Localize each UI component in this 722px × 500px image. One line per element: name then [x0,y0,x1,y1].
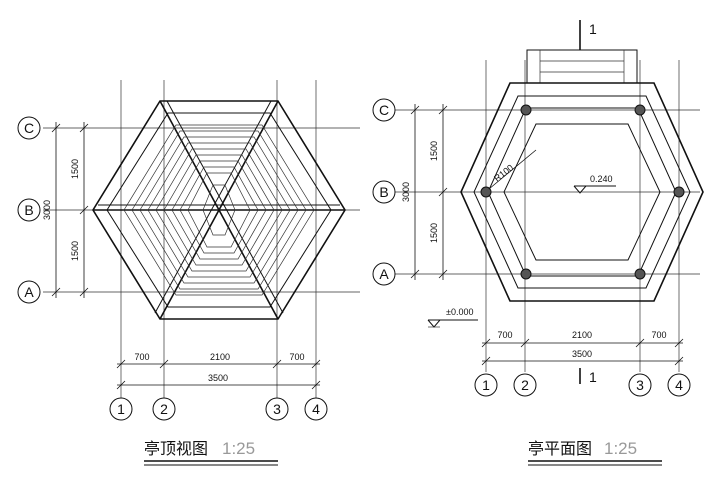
row-bubble-c: C [372,98,396,122]
roof-ridge-edge [166,100,284,314]
floor-row-bubbles: C B A [372,98,396,286]
section-marker-top: 1 [579,20,597,50]
bench-inner-line [503,123,661,261]
dim-vertical: 1500 [70,159,80,179]
svg-text:3: 3 [273,401,281,417]
platform-outer-edge [460,82,704,302]
svg-text:4: 4 [675,377,683,393]
dim-total-horizontal: 3500 [208,373,228,383]
roof-horizontal-dimensions: 700 2100 700 3500 [116,352,321,390]
dim-vertical: 1500 [70,241,80,261]
floor-plan-title: 亭平面图 1:25 [528,439,662,466]
svg-text:2: 2 [521,377,529,393]
col-bubble-1: 1 [109,397,133,421]
svg-text:C: C [379,102,389,118]
roof-col-bubbles: 1 2 3 4 [109,397,328,421]
section-marker-bottom: 1 [579,368,597,385]
dim-horizontal: 700 [289,352,304,362]
column-radius-label: R100 [492,162,515,183]
svg-text:B: B [379,184,388,200]
svg-text:2: 2 [160,401,168,417]
svg-text:B: B [24,202,33,218]
dim-vertical: 1500 [429,141,439,161]
dim-total-horizontal: 3500 [572,349,592,359]
svg-text:C: C [24,120,34,136]
col-bubble-2: 2 [152,397,176,421]
roof-row-bubbles: C B A [17,116,41,304]
view-title: 亭平面图 [528,439,592,458]
dim-horizontal: 2100 [210,352,230,362]
svg-text:A: A [379,266,389,282]
svg-text:3: 3 [636,377,644,393]
dim-total-vertical: 3000 [401,182,411,202]
view-title: 亭顶视图 [144,439,208,458]
floor-horizontal-dimensions: 700 2100 700 3500 [481,330,684,366]
col-bubble-4: 4 [304,397,328,421]
row-bubble-b: B [17,198,41,222]
row-bubble-c: C [17,116,41,140]
column [634,104,646,116]
dim-horizontal: 2100 [572,330,592,340]
roof-rafters [123,124,315,296]
roof-plan-view: C B A 3000 1500 1500 [17,80,360,466]
roof-vertical-dimensions: 3000 1500 1500 [42,122,89,298]
column [634,268,646,280]
floor-col-bubbles: 1 2 3 4 [474,373,691,397]
dim-horizontal: 700 [497,330,512,340]
level-label: 0.240 [590,174,613,184]
dim-total-vertical: 3000 [42,200,52,220]
roof-ridge-edge [154,100,272,314]
column [673,186,685,198]
row-bubble-a: A [17,280,41,304]
svg-text:1: 1 [482,377,490,393]
col-bubble-2: 2 [513,373,537,397]
dim-horizontal: 700 [134,352,149,362]
floor-plan-view: R100 0.240 ±0.000 1 1 C [372,20,704,466]
col-bubble-4: 4 [667,373,691,397]
column-callout: R100 [488,149,537,190]
platform-inner-edge [473,95,691,289]
row-bubble-a: A [372,262,396,286]
view-scale: 1:25 [604,439,637,458]
section-mark-label: 1 [589,21,597,37]
section-mark-label: 1 [589,369,597,385]
floor-vertical-dimensions: 3000 1500 1500 [401,104,448,280]
column [480,186,492,198]
column [520,268,532,280]
col-bubble-3: 3 [265,397,289,421]
floor-grid-lines [395,60,700,372]
dim-horizontal: 700 [651,330,666,340]
roof-plan-title: 亭顶视图 1:25 [144,439,278,466]
col-bubble-3: 3 [628,373,652,397]
svg-text:4: 4 [312,401,320,417]
view-scale: 1:25 [222,439,255,458]
column [520,104,532,116]
svg-text:1: 1 [117,401,125,417]
col-bubble-1: 1 [474,373,498,397]
dim-vertical: 1500 [429,223,439,243]
entry-steps [526,49,638,84]
ground-level-mark: ±0.000 [427,307,478,328]
roof-hexagon [92,100,346,320]
row-bubble-b: B [372,180,396,204]
ground-level-label: ±0.000 [446,307,473,317]
columns [480,104,685,280]
level-mark: 0.240 [573,174,616,194]
svg-text:A: A [24,284,34,300]
